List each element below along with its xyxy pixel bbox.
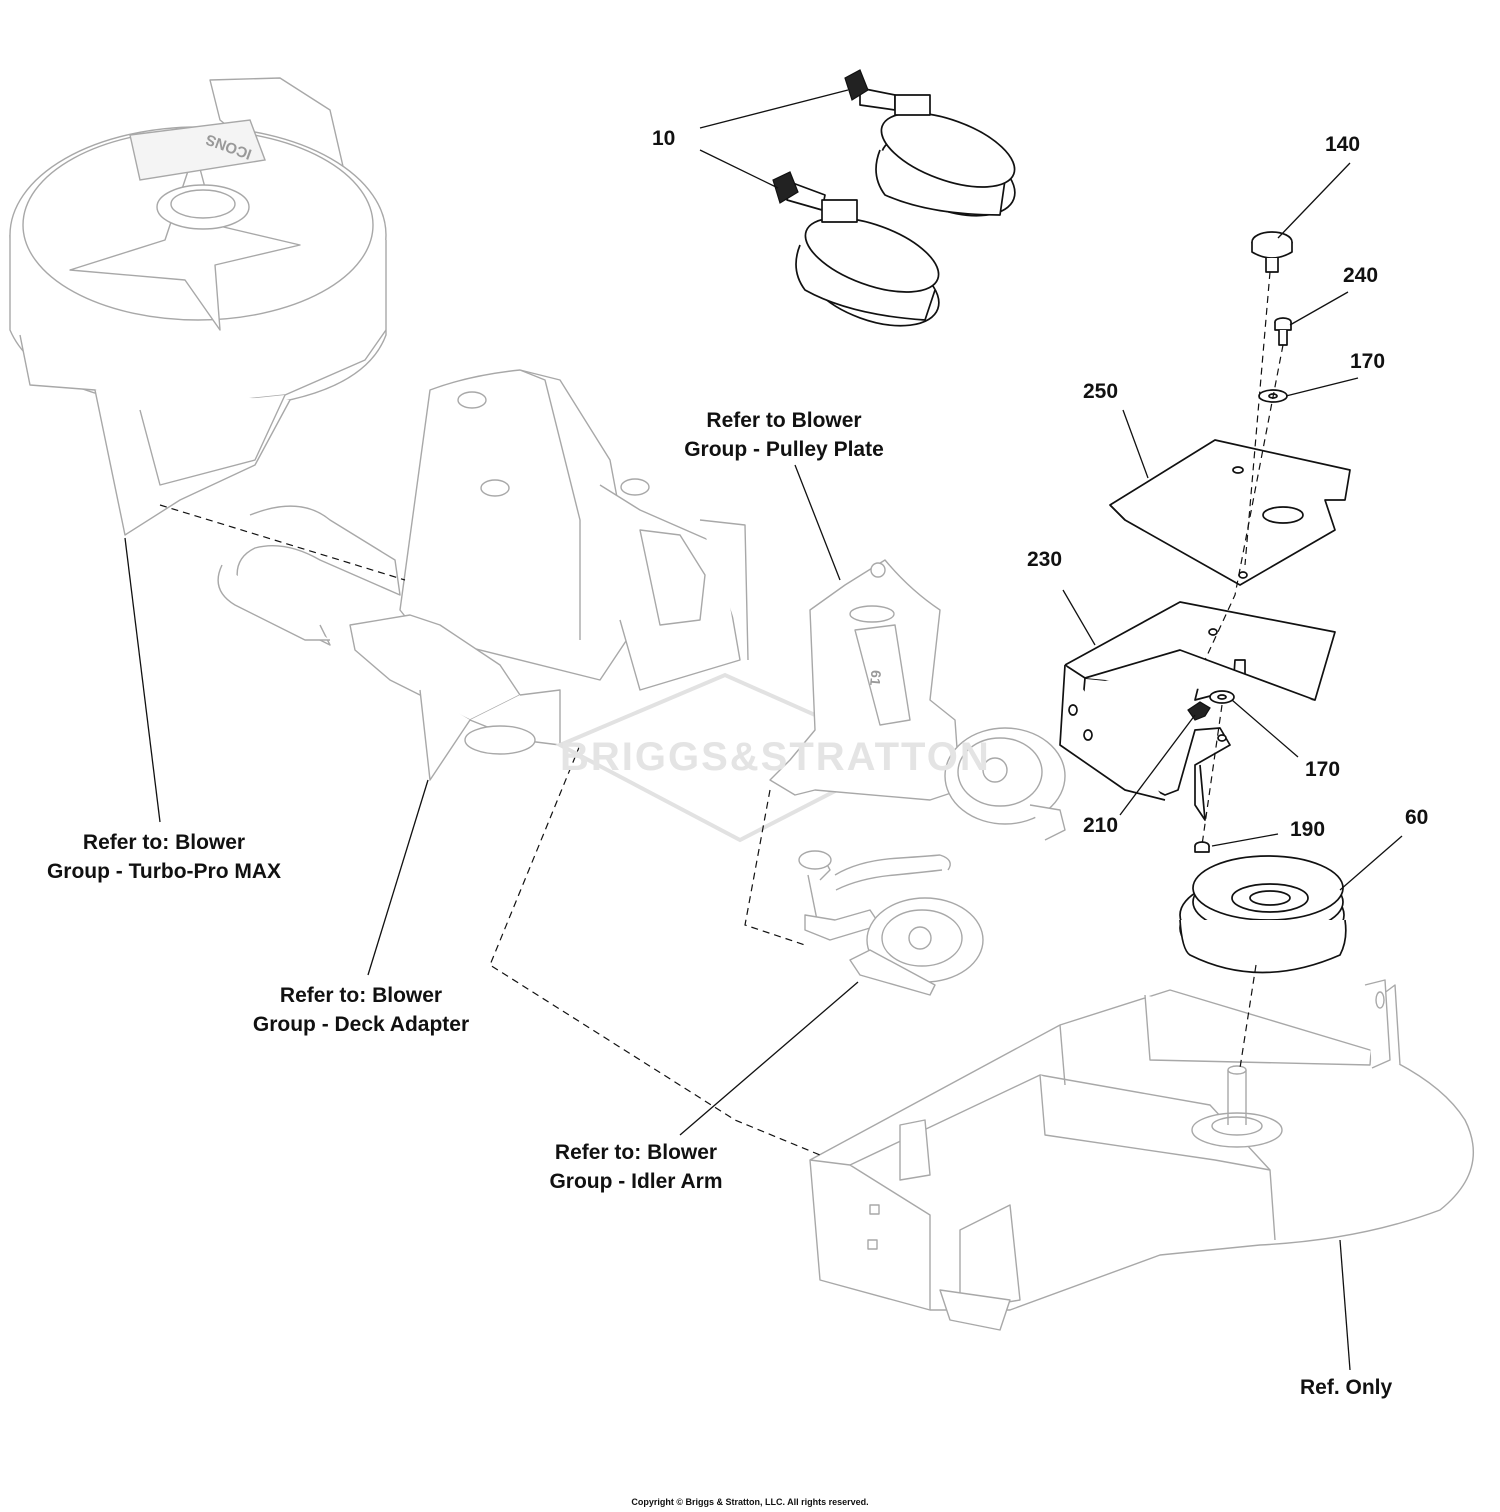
cover-plate [1109, 439, 1351, 586]
part-number-190: 190 [1290, 818, 1326, 841]
clip-nut [1187, 701, 1211, 721]
pulley-plate-bracket [769, 559, 1066, 841]
hose-clamp-lower [772, 171, 940, 327]
callout-idler-arm: Refer to: Blower Group - Idler Arm [549, 1138, 722, 1196]
blower-housing [9, 77, 387, 536]
bolt [1274, 317, 1292, 346]
shield-bracket [1059, 601, 1336, 821]
part-number-230: 230 [1027, 548, 1063, 571]
deck-adapter [217, 369, 749, 781]
part-number-250: 250 [1083, 380, 1119, 403]
callout-idler-arm-line2: Group - Idler Arm [549, 1170, 723, 1193]
washer-bottom [1209, 690, 1235, 704]
hose-clamp-upper [844, 69, 1016, 217]
knob [1251, 231, 1293, 273]
mower-deck [809, 979, 1474, 1331]
callout-deck-adapter-line1: Refer to: Blower [279, 984, 443, 1007]
part-number-170-top: 170 [1350, 350, 1386, 373]
callout-ref-only: Ref. Only [1300, 1376, 1393, 1399]
leader-lines [124, 89, 1403, 1371]
callout-pulley-plate-line2: Group - Pulley Plate [684, 438, 884, 461]
callout-idler-arm-line1: Refer to: Blower [554, 1141, 718, 1164]
callout-pulley-plate: Refer to Blower Group - Pulley Plate [684, 406, 884, 464]
part-number-170-bottom: 170 [1305, 758, 1341, 781]
callout-deck-adapter-line2: Group - Deck Adapter [252, 1013, 470, 1036]
part-number-60: 60 [1405, 806, 1429, 829]
reference-lines [159, 271, 1284, 1156]
callout-pulley-plate-line1: Refer to Blower [706, 409, 862, 432]
watermark-text: BRIGGS&STRATTON [560, 735, 991, 779]
callout-turbo-pro-max: Refer to: Blower Group - Turbo-Pro MAX [47, 828, 281, 886]
idler-arm [798, 850, 984, 996]
part-number-140: 140 [1325, 133, 1361, 156]
nut [1194, 841, 1210, 853]
bracket-stamp: 61 [867, 669, 885, 687]
pulley [1179, 855, 1347, 974]
callout-turbo-pro-max-line2: Group - Turbo-Pro MAX [46, 860, 282, 883]
part-number-210: 210 [1083, 814, 1119, 837]
callout-deck-adapter: Refer to: Blower Group - Deck Adapter [253, 981, 469, 1039]
part-number-10: 10 [652, 127, 676, 150]
copyright-footer: Copyright © Briggs & Stratton, LLC. All … [631, 1497, 869, 1507]
part-number-240: 240 [1343, 264, 1379, 287]
callout-turbo-pro-max-line1: Refer to: Blower [82, 831, 246, 854]
